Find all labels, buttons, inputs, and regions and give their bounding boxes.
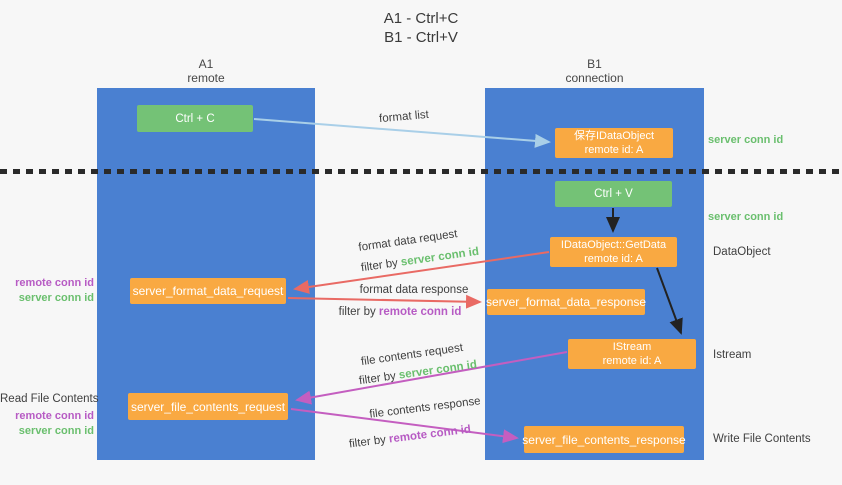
phase-divider-dotted-line bbox=[0, 169, 842, 174]
node-save-idataobject: 保存IDataObject remote id: A bbox=[555, 128, 673, 158]
node-istream-line2: remote id: A bbox=[602, 355, 662, 367]
node-server-format-data-response: server_format_data_response bbox=[486, 289, 646, 315]
node-server-format-data-request: server_format_data_request bbox=[130, 278, 286, 304]
left-server-conn-id-2: server conn id bbox=[18, 425, 94, 437]
server-conn-id-text: server conn id bbox=[400, 245, 480, 269]
node-idataobject-getdata-line2: remote id: A bbox=[584, 253, 643, 265]
label-file-contents-response: file contents response bbox=[368, 395, 482, 421]
node-server-file-contents-response: server_file_contents_response bbox=[522, 426, 686, 453]
node-save-idataobject-line1: 保存IDataObject bbox=[573, 130, 655, 142]
lane-b-name: B1 bbox=[587, 57, 602, 71]
node-idataobject-getdata: IDataObject::GetData remote id: A bbox=[550, 237, 677, 267]
lane-a-role: remote bbox=[187, 71, 225, 85]
label-filter-remote-2: filter by remote conn id bbox=[348, 424, 471, 451]
format-data-response-arrow bbox=[287, 294, 482, 309]
label-filter-remote-1: filter by remote conn id bbox=[339, 306, 462, 318]
left-read-file-group: Read File Contents remote conn id server… bbox=[0, 392, 99, 439]
left-conn-id-group: remote conn id server conn id bbox=[0, 276, 94, 306]
lane-a-header: A1 remote bbox=[97, 57, 315, 85]
lane-b-role: connection bbox=[565, 71, 624, 85]
label-format-list: format list bbox=[378, 108, 430, 126]
right-server-conn-id-top: server conn id bbox=[708, 134, 784, 146]
left-remote-conn-id-2: remote conn id bbox=[15, 410, 94, 422]
remote-conn-id-text: remote conn id bbox=[388, 423, 472, 446]
title-line-2: B1 - Ctrl+V bbox=[384, 29, 458, 46]
node-istream-line1: IStream bbox=[612, 341, 652, 353]
server-conn-id-text: server conn id bbox=[398, 358, 478, 382]
title-line-1: A1 - Ctrl+C bbox=[383, 10, 459, 27]
node-istream: IStream remote id: A bbox=[568, 339, 696, 369]
filter-by-text: filter by bbox=[358, 369, 400, 388]
node-ctrl-c: Ctrl + C bbox=[137, 105, 253, 132]
write-file-contents-label: Write File Contents bbox=[713, 433, 811, 445]
lane-a-name: A1 bbox=[198, 57, 214, 71]
remote-conn-id-text: remote conn id bbox=[378, 306, 462, 318]
node-idataobject-getdata-line1: IDataObject::GetData bbox=[560, 239, 667, 251]
filter-by-text: filter by bbox=[348, 433, 390, 451]
left-server-conn-id: server conn id bbox=[18, 292, 94, 304]
filter-by-text: filter by bbox=[338, 306, 379, 318]
istream-label: Istream bbox=[713, 349, 752, 361]
node-save-idataobject-line2: remote id: A bbox=[584, 144, 644, 156]
read-file-contents-label: Read File Contents bbox=[0, 393, 99, 405]
filter-by-text: filter by bbox=[360, 256, 402, 275]
right-server-conn-id-mid: server conn id bbox=[708, 211, 784, 223]
label-format-data-response: format data response bbox=[359, 284, 469, 296]
node-ctrl-v: Ctrl + V bbox=[555, 181, 672, 207]
dataobject-label: DataObject bbox=[713, 246, 771, 258]
left-remote-conn-id: remote conn id bbox=[15, 277, 94, 289]
lane-b-header: B1 connection bbox=[485, 57, 704, 85]
node-server-file-contents-request: server_file_contents_request bbox=[128, 393, 288, 420]
diagram-title: A1 - Ctrl+C B1 - Ctrl+V bbox=[0, 9, 842, 47]
